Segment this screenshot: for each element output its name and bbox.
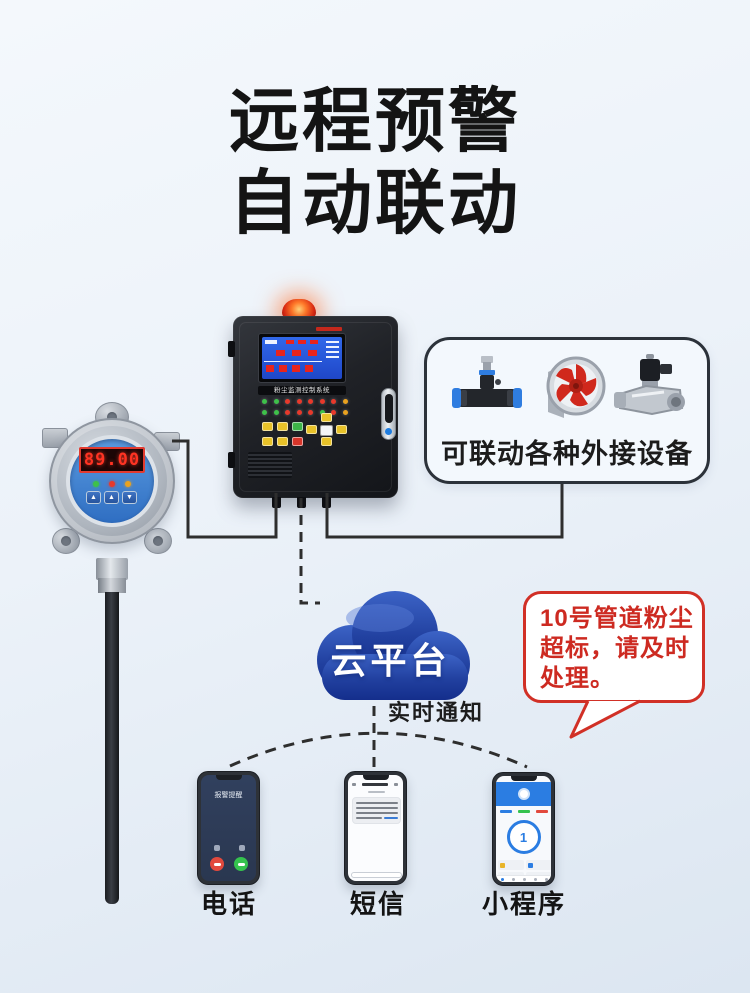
panel-dpad-down: [321, 437, 332, 446]
panel-handle-slot: [385, 394, 393, 423]
panel-button-yellow-2: [277, 422, 288, 431]
phone-notch: [362, 775, 389, 780]
call-message-icon: [239, 845, 245, 851]
sensor-up-button-2: ▲: [104, 491, 119, 504]
sms-link-text: [384, 817, 398, 819]
phone-sms-device: [344, 771, 407, 885]
alert-speech-bubble: 10号管道粉尘 超标，请及时 处理。: [523, 591, 705, 703]
sensor-down-button: ▼: [122, 491, 137, 504]
panel-model-marking: [316, 327, 342, 331]
sms-call-icon: [394, 783, 398, 786]
phone-call-screen: 报警提醒: [201, 775, 256, 881]
call-screen-title: 报警提醒: [214, 792, 243, 799]
sensor-mount-ear-right: [144, 528, 172, 554]
miniapp-stat-blue: [500, 810, 512, 813]
panel-dpad-up: [321, 413, 332, 422]
sms-back-icon: [352, 783, 356, 786]
sensor-probe-rod: [105, 592, 119, 904]
alert-text-line1: 10号管道粉尘: [540, 605, 694, 632]
miniapp-tabbar: [496, 875, 551, 882]
axial-fan-icon: [546, 356, 606, 418]
panel-led-row-2: [262, 410, 348, 415]
panel-button-yellow-3: [262, 437, 273, 446]
phone-sms-label: 短信: [349, 889, 406, 919]
panel-vent-grille: [248, 452, 292, 478]
sms-message-bubble: [352, 797, 401, 824]
miniapp-stat-green: [518, 810, 530, 813]
miniapp-card-1: [498, 860, 524, 870]
panel-button-yellow-1: [262, 422, 273, 431]
phone-call-label: 电话: [200, 889, 257, 919]
panel-name-strip: 粉尘监测控制系统: [258, 386, 346, 395]
miniapp-card-2: [526, 860, 551, 870]
cloud-platform-label: 云平台: [330, 640, 451, 681]
panel-button-red: [292, 437, 303, 446]
miniapp-gauge: 1: [506, 820, 541, 854]
phone-miniapp-device: 1: [492, 772, 555, 886]
phone-notch: [510, 776, 537, 781]
solenoid-valve-icon: [614, 354, 685, 416]
panel-button-green: [292, 422, 303, 431]
phone-sms-screen: [348, 775, 403, 881]
sms-input-bar: [351, 872, 402, 878]
alarm-beacon: [282, 299, 316, 318]
call-accept-button: [234, 857, 248, 871]
sensor-up-button-1: ▲: [86, 491, 101, 504]
panel-dpad-left: [306, 425, 317, 434]
panel-hinge-bottom: [228, 452, 235, 468]
phone-notch: [215, 775, 242, 780]
alert-text-line2: 超标，请及时: [540, 635, 690, 662]
sensor-status-led-orange: [125, 481, 131, 487]
sensor-led-display: 89.00: [79, 447, 145, 473]
call-decline-button: [210, 857, 224, 871]
phone-call-device: 报警提醒: [197, 771, 260, 885]
page-title-line1: 远程预警: [229, 82, 521, 160]
panel-hinge-top: [228, 341, 235, 357]
panel-button-yellow-4: [277, 437, 288, 446]
panel-lock-dot: [385, 428, 392, 435]
pneumatic-fitting-icon: [452, 356, 522, 408]
miniapp-logo: [517, 788, 530, 800]
page-title-line2: 自动联动: [229, 164, 521, 242]
panel-dpad-center: [320, 425, 333, 436]
panel-dpad-right: [336, 425, 347, 434]
sensor-status-led-red: [109, 481, 115, 487]
realtime-notify-label: 实时通知: [388, 700, 485, 725]
devices-box-caption: 可联动各种外接设备: [441, 439, 693, 469]
phone-miniapp-label: 小程序: [481, 889, 566, 919]
sensor-probe-nut: [98, 578, 126, 593]
sms-contact-name: [362, 783, 388, 786]
sensor-status-led-green: [93, 481, 99, 487]
panel-lcd-screen: [262, 337, 342, 379]
panel-led-row-1: [262, 399, 348, 404]
miniapp-stat-red: [536, 810, 548, 813]
call-remind-icon: [214, 845, 220, 851]
cloud-platform-shape: [317, 591, 470, 700]
phone-miniapp-screen: 1: [496, 776, 551, 882]
sms-timestamp: [368, 791, 385, 793]
speech-bubble-tail: [569, 699, 641, 739]
sensor-probe-neck: [96, 558, 128, 580]
alert-text-line3: 处理。: [540, 665, 615, 692]
